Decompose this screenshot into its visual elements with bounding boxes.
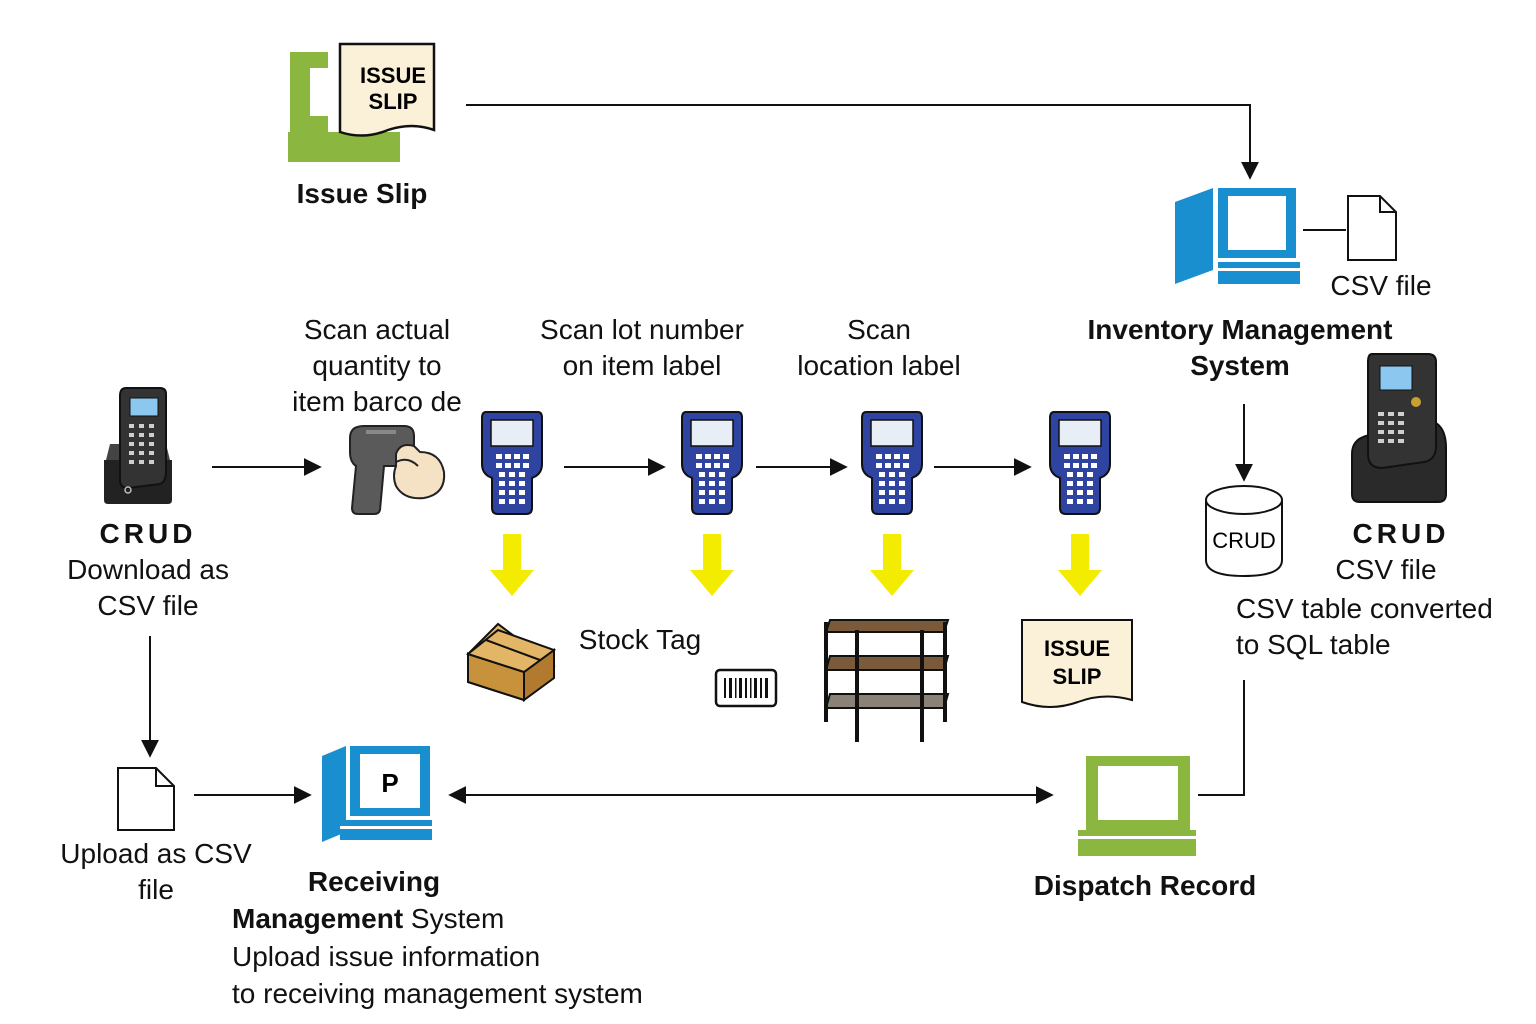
csv-file-icon bbox=[1347, 195, 1397, 261]
yellow-down-arrow-1 bbox=[490, 534, 534, 596]
issue-slip-label: Issue Slip bbox=[296, 178, 428, 209]
handheld-terminal-right bbox=[1351, 353, 1447, 503]
yellow-down-arrow-2 bbox=[690, 534, 734, 596]
scan-quantity-label: Scan actual quantity to item barco de bbox=[272, 312, 482, 420]
yellow-down-arrow-4 bbox=[1058, 534, 1102, 596]
receiving-line4: to receiving management system bbox=[232, 978, 643, 1009]
inventory-system-label: Inventory Management System bbox=[1060, 312, 1420, 384]
issue-slip-icon: ISSUE SLIP bbox=[288, 42, 436, 162]
issue-slip-doc-line2: SLIP bbox=[1053, 664, 1102, 689]
stock-tag-label: Stock Tag bbox=[578, 624, 702, 655]
barcode-gun-scanner-icon bbox=[349, 425, 446, 515]
left-handheld-line1: Download as bbox=[67, 554, 229, 585]
pda-scanner-1-icon bbox=[481, 411, 543, 515]
issue-slip-document-icon: ISSUE SLIP bbox=[1021, 619, 1133, 708]
scan-qty-line1: Scan actual bbox=[303, 314, 451, 345]
inventory-label-line2: System bbox=[1190, 350, 1290, 381]
upload-file-icon bbox=[117, 767, 175, 831]
right-handheld-line2: CSV table converted bbox=[1236, 593, 1493, 624]
issue-slip-icon-line1: ISSUE bbox=[360, 63, 426, 88]
scan-location-label: Scan location label bbox=[774, 312, 984, 384]
receiving-system-label: Management System bbox=[232, 900, 504, 937]
pda-scanner-2-icon bbox=[681, 411, 743, 515]
pda-scanner-3-icon bbox=[861, 411, 923, 515]
upload-csv-label: Upload as CSV file bbox=[46, 836, 266, 908]
barcode-label-icon bbox=[714, 668, 778, 708]
issue-slip-to-inventory-arrow bbox=[466, 104, 1259, 180]
upload-line1: Upload as CSV bbox=[60, 838, 252, 869]
left-handheld-line2: CSV file bbox=[97, 590, 199, 621]
issue-slip-icon-line2: SLIP bbox=[369, 89, 418, 114]
right-handheld-line3: to SQL table bbox=[1236, 629, 1391, 660]
left-crud-title: CRUD bbox=[99, 518, 197, 549]
inventory-label-line1: Inventory Management bbox=[1087, 314, 1393, 345]
pda-scanner-4-icon bbox=[1049, 411, 1111, 515]
left-handheld-label: CRUD Download as CSV file bbox=[48, 516, 248, 624]
scan-lot-line2: on item label bbox=[562, 350, 722, 381]
receiving-monitor-letter: P bbox=[381, 768, 398, 798]
scan-loc-line2: location label bbox=[797, 350, 961, 381]
storage-shelf-icon bbox=[824, 619, 950, 742]
yellow-down-arrow-3 bbox=[870, 534, 914, 596]
scan-lot-label: Scan lot number on item label bbox=[522, 312, 762, 384]
cardboard-box-icon bbox=[465, 622, 557, 702]
receiving-monitor-icon: P bbox=[322, 746, 432, 842]
receiving-line2b: System bbox=[403, 903, 505, 934]
dispatch-record-label: Dispatch Record bbox=[1033, 870, 1257, 901]
upload-line2: file bbox=[138, 874, 174, 905]
sql-to-dispatch-connector bbox=[1198, 680, 1245, 796]
scan-qty-line2: quantity to bbox=[312, 350, 442, 381]
right-crud-title: CRUD bbox=[1352, 518, 1450, 549]
dispatch-laptop-icon bbox=[1078, 756, 1196, 856]
right-handheld-line1: CSV file bbox=[1335, 554, 1437, 585]
scan-lot-line1: Scan lot number bbox=[540, 314, 744, 345]
scan-loc-line1: Scan bbox=[847, 314, 911, 345]
receiving-line2a: Management bbox=[232, 903, 404, 934]
database-label: CRUD bbox=[1212, 528, 1276, 553]
scan-qty-line3: item barco de bbox=[292, 386, 462, 417]
receiving-title: Receiving bbox=[307, 866, 441, 897]
handheld-terminal-left bbox=[104, 387, 172, 504]
monitor-icon bbox=[1175, 188, 1300, 284]
receiving-line3: Upload issue information bbox=[232, 941, 541, 972]
csv-file-top-label: CSV file bbox=[1330, 270, 1432, 301]
issue-slip-doc-line1: ISSUE bbox=[1044, 636, 1110, 661]
database-cylinder-icon: CRUD bbox=[1205, 485, 1283, 578]
